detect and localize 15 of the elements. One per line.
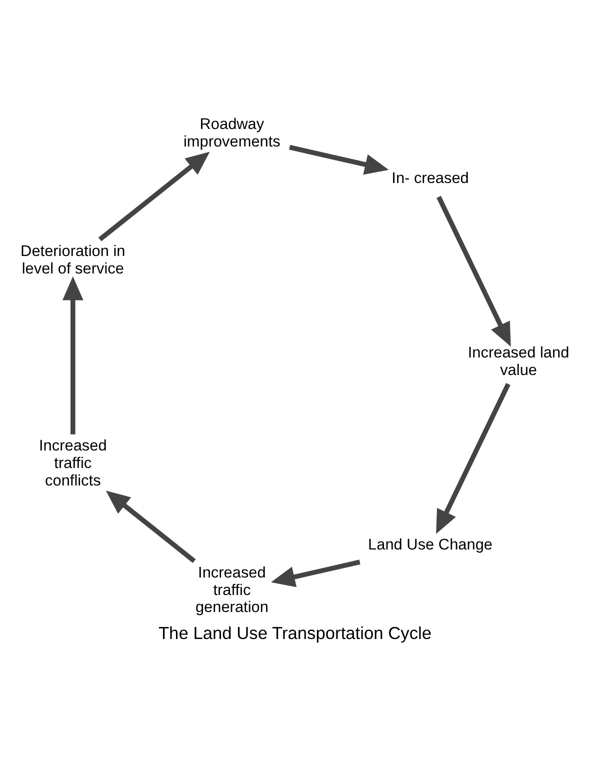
- arrow: [98, 152, 210, 242]
- arrow: [436, 382, 510, 534]
- arrow: [62, 276, 84, 434]
- node-text: Land Use Change: [368, 536, 493, 554]
- arrow: [106, 490, 196, 564]
- node-text: Increased land value: [468, 344, 570, 379]
- arrow: [289, 144, 389, 175]
- node-text: Increased traffic generation: [195, 564, 268, 616]
- node-text: Roadway improvements: [183, 116, 280, 150]
- arrow: [270, 560, 360, 588]
- diagram-title: The Land Use Transportation Cycle: [158, 622, 432, 643]
- arrow: [436, 196, 511, 347]
- node-text: In- creased: [392, 170, 469, 188]
- node-text: Increased traffic conflicts: [39, 438, 107, 490]
- node-text: Deterioration in level of service: [20, 242, 126, 278]
